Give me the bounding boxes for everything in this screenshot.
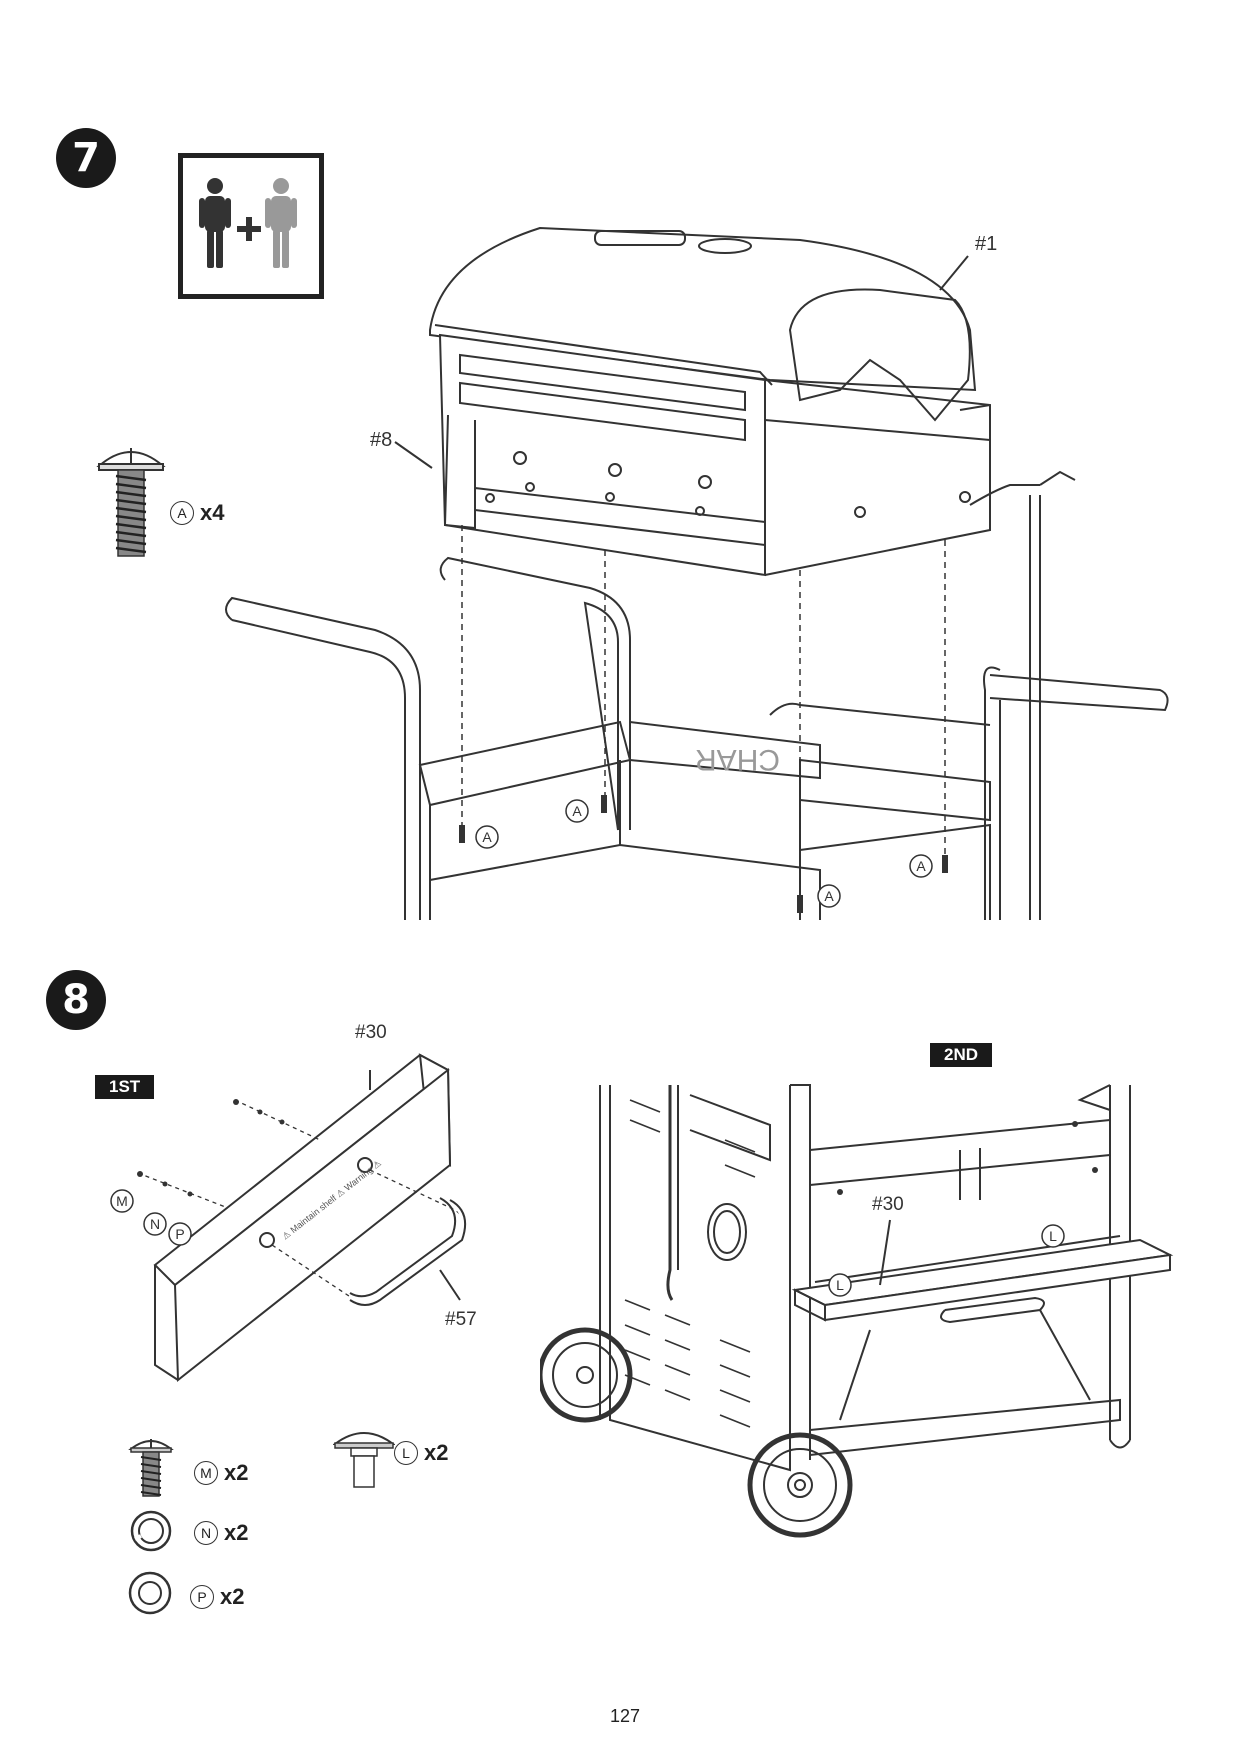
step-7-grill-illustration: CHAR #1 #8 A A A A [225,226,1169,920]
callout-l: L [1041,1224,1065,1248]
callout-p: P [168,1222,192,1246]
callout-a: A [817,884,841,908]
part-l-letter: L [394,1441,418,1465]
svg-text:L: L [1049,1228,1057,1244]
svg-text:L: L [836,1277,844,1293]
svg-text:N: N [150,1216,160,1232]
label-handle: #57 [445,1309,477,1330]
svg-text:A: A [824,888,834,904]
page-number: 127 [610,1706,641,1726]
two-person-figure-icon [199,178,297,268]
screw-a-icon [96,442,166,567]
svg-text:A: A [482,829,492,845]
part-l-quantity: L x2 [394,1440,448,1466]
part-a-letter: A [170,501,194,525]
label-panel: #8 [370,429,392,451]
label-lid: #1 [975,233,997,255]
label-shelf: #30 [355,1022,387,1043]
callout-l: L [828,1273,852,1297]
part-p-letter: P [190,1585,214,1609]
cart-shelf-illustration: #30 L L [540,1084,1174,1538]
part-a-qty: x4 [200,500,225,525]
first-substep-tag: 1ST [95,1075,155,1099]
svg-text:A: A [572,803,582,819]
callout-a: A [565,799,589,823]
step-7-number: 7 [56,128,116,188]
two-person-assembly-icon [178,153,324,299]
part-m-letter: M [194,1461,218,1485]
part-p-quantity: P x2 [190,1584,244,1610]
split-washer-n-icon [129,1509,173,1558]
part-m-qty: x2 [224,1460,249,1485]
screw-m-icon [128,1435,174,1504]
part-n-letter: N [194,1521,218,1545]
step-8-number: 8 [46,970,106,1030]
part-n-quantity: N x2 [194,1520,248,1546]
callout-a: A [475,825,499,849]
part-m-quantity: M x2 [194,1460,248,1486]
callout-n: N [143,1212,167,1236]
svg-text:P: P [175,1226,184,1242]
svg-text:A: A [916,858,926,874]
part-l-qty: x2 [424,1440,449,1465]
part-p-qty: x2 [220,1584,245,1609]
bolt-l-icon [332,1426,396,1495]
svg-text:M: M [116,1193,128,1209]
svg-text:CHAR: CHAR [695,743,780,776]
callout-m: M [110,1189,134,1213]
flat-washer-p-icon [127,1570,173,1621]
callout-a: A [909,854,933,878]
part-n-qty: x2 [224,1520,249,1545]
side-shelf-handle-illustration: ⚠ Maintain shelf ⚠ Warning ⚠ #30 #57 M N… [110,1022,477,1383]
second-substep-tag: 2ND [930,1043,993,1067]
label-shelf-2nd: #30 [872,1194,904,1215]
part-a-quantity: A x4 [170,500,224,526]
